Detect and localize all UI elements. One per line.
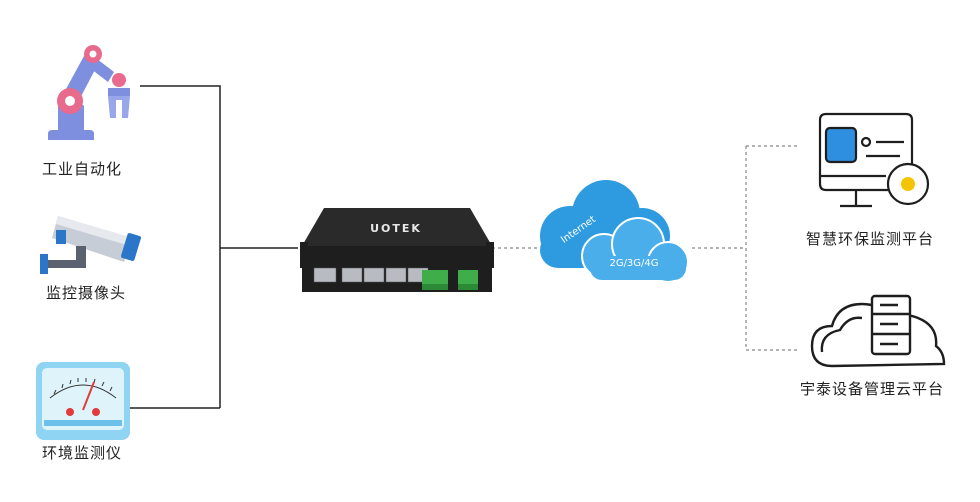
ethernet-port	[341, 267, 363, 283]
gateway-brand: UOTEK	[370, 222, 422, 235]
gauge-meter-icon	[36, 362, 130, 440]
terminal-block	[422, 270, 448, 288]
cloud-network-text: 2G/3G/4G	[609, 258, 658, 269]
ethernet-port	[385, 267, 407, 283]
cloud-server-icon	[810, 294, 946, 368]
dotted-connectors	[492, 145, 800, 351]
monitor-platform-icon	[818, 112, 930, 208]
device-label-industrial-automation: 工业自动化	[42, 160, 123, 178]
device-label-environment-monitor: 环境监测仪	[42, 444, 123, 462]
platform-label-device-cloud: 宇泰设备管理云平台	[800, 380, 945, 398]
connector-robot	[140, 85, 221, 408]
platform-label-eco-monitoring: 智慧环保监测平台	[806, 230, 935, 248]
ethernet-port	[363, 267, 385, 283]
ethernet-port	[313, 267, 337, 283]
robot-arm-icon	[48, 45, 130, 140]
terminal-block	[458, 270, 478, 288]
router-gateway-icon: UOTEK	[300, 208, 494, 292]
security-camera-icon	[40, 216, 141, 274]
device-label-surveillance-camera: 监控摄像头	[46, 284, 127, 302]
left-connectors	[128, 85, 298, 409]
cloud-icon: Internet 2G/3G/4G	[540, 180, 689, 283]
